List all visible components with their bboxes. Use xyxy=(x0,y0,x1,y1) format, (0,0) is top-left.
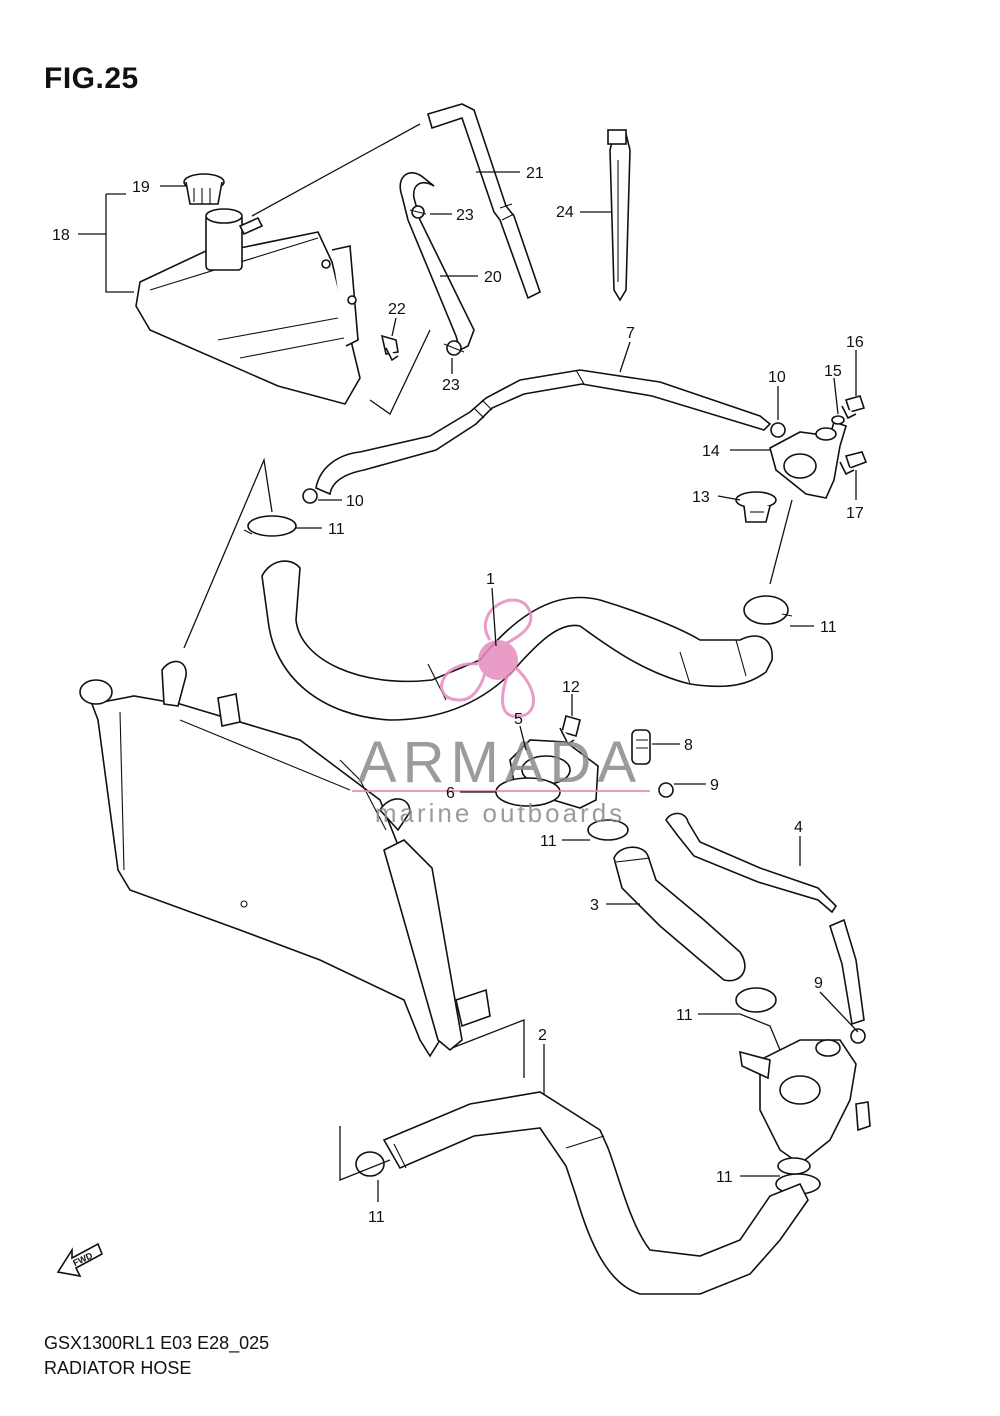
figure-title: FIG.25 xyxy=(44,62,139,95)
thermostat-cover-14 xyxy=(769,420,847,499)
callout-23-lower: 23 xyxy=(442,377,460,394)
callout-13: 13 xyxy=(692,489,710,506)
bolt-16 xyxy=(841,395,866,420)
clamp-9-upper xyxy=(658,782,674,798)
washer-15 xyxy=(831,415,845,425)
hose-4 xyxy=(665,812,865,1026)
callout-2: 2 xyxy=(538,1027,547,1044)
hose-clamp-11-lower-left xyxy=(355,1151,385,1177)
callout-18: 18 xyxy=(52,227,70,244)
callout-7: 7 xyxy=(626,325,635,342)
callout-21: 21 xyxy=(526,165,544,182)
model-code: GSX1300RL1 E03 E28_025 xyxy=(44,1333,270,1353)
clip-23-upper xyxy=(409,205,427,219)
callout-11-lower-left: 11 xyxy=(368,1209,385,1226)
watermark-brand: ARMADA xyxy=(358,730,642,795)
callout-9-upper: 9 xyxy=(710,777,719,794)
bolt-12 xyxy=(559,715,581,746)
callout-16: 16 xyxy=(846,334,864,351)
hose-clamp-11-pump-upper xyxy=(735,987,777,1013)
fwd-arrow-icon: FWD xyxy=(56,1242,104,1278)
watermark-tagline: marine outboards xyxy=(375,798,625,828)
callout-11-upper-right: 11 xyxy=(820,619,837,636)
hose-clamp-11-upper-right xyxy=(743,595,793,625)
hose-3 xyxy=(613,846,746,982)
callout-15: 15 xyxy=(824,363,842,380)
hose-21 xyxy=(427,103,541,300)
callout-10-left: 10 xyxy=(346,493,364,510)
hose-20 xyxy=(399,172,475,352)
cable-tie-24 xyxy=(607,129,631,302)
clamp-10-left xyxy=(302,488,318,504)
callout-9-lower: 9 xyxy=(814,975,823,992)
bolt-17 xyxy=(839,451,868,476)
fitting-8 xyxy=(631,729,651,765)
reservoir-tank xyxy=(135,173,361,405)
callout-6: 6 xyxy=(446,785,455,802)
callout-12: 12 xyxy=(562,679,580,696)
callout-24: 24 xyxy=(556,204,574,221)
hose-clamp-11-upper-left xyxy=(243,515,297,537)
hose-2 xyxy=(382,1091,809,1295)
callout-11-pump-upper: 11 xyxy=(676,1007,693,1024)
thermostat-13 xyxy=(735,491,777,523)
clip-23-lower xyxy=(443,340,465,356)
section-name: RADIATOR HOSE xyxy=(44,1358,192,1378)
callout-22: 22 xyxy=(388,301,406,318)
radiator xyxy=(79,660,491,1058)
clamp-10-right xyxy=(770,422,786,438)
clamp-9-lower xyxy=(850,1028,866,1044)
bolt-22 xyxy=(380,334,399,362)
hose-1 xyxy=(261,560,773,721)
callout-8: 8 xyxy=(684,737,693,754)
callout-14: 14 xyxy=(702,443,720,460)
callout-4: 4 xyxy=(794,819,803,836)
callout-10-right: 10 xyxy=(768,369,786,386)
hose-clamp-11-mid xyxy=(587,819,629,841)
callout-1: 1 xyxy=(486,571,495,588)
callout-5: 5 xyxy=(514,711,523,728)
callout-20: 20 xyxy=(484,269,502,286)
callout-3: 3 xyxy=(590,897,599,914)
callout-19: 19 xyxy=(132,179,150,196)
watermark-logo xyxy=(440,598,535,718)
hose-7 xyxy=(315,369,772,496)
callout-11-pump-lower: 11 xyxy=(716,1169,733,1186)
callout-23-upper: 23 xyxy=(456,207,474,224)
water-pump xyxy=(739,1039,871,1175)
callout-11-mid: 11 xyxy=(540,833,557,850)
callout-11-upper-left: 11 xyxy=(328,521,345,538)
callout-17: 17 xyxy=(846,505,864,522)
callouts: 18 19 21 23 20 24 22 23 7 10 15 16 14 13… xyxy=(52,165,864,1226)
